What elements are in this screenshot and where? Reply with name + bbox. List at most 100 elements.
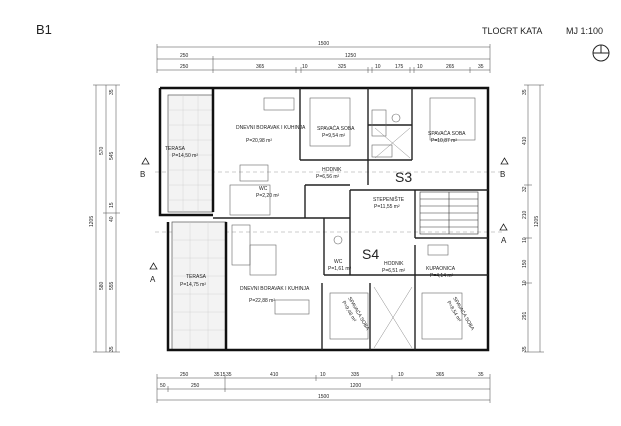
dim-left-b: 545 (109, 151, 115, 160)
dim-top-total: 1500 (318, 41, 329, 47)
dining-table-lower (249, 244, 277, 276)
dim-left-g: 35 (109, 89, 115, 95)
dim-bottom-row-4: 35 (226, 372, 232, 378)
dim-bottom-total: 1500 (318, 394, 329, 400)
top-dimensions (156, 44, 491, 73)
dim-bottom-row-1: 250 (180, 372, 189, 378)
room-wc-lower: WC P=1,61 m² (328, 259, 352, 272)
wardrobes (373, 127, 413, 349)
dim-bottom-c: 1200 (350, 383, 361, 389)
dim-right-total: 1205 (534, 216, 540, 227)
plan-title: TLOCRT KATA (482, 26, 542, 36)
unit-label: B1 (36, 22, 52, 37)
terrace-lower (171, 221, 227, 351)
svg-text:P=10,87 m²: P=10,87 m² (431, 138, 457, 144)
svg-text:P=4,14 m²: P=4,14 m² (430, 273, 454, 279)
left-dimensions (93, 84, 120, 353)
dim-left-f: 555 (109, 281, 115, 290)
svg-text:P=22,88 m²: P=22,88 m² (249, 298, 275, 304)
dim-bottom-row-2: 35 (214, 372, 220, 378)
svg-text:P=14,75 m²: P=14,75 m² (180, 282, 206, 288)
dim-right-e: 10 (522, 237, 528, 243)
interior-walls (213, 88, 488, 350)
dining-table-upper (239, 164, 269, 182)
dim-right-f: 150 (522, 259, 528, 268)
dim-bottom-a: 50 (160, 383, 166, 389)
svg-text:P=14,50 m²: P=14,50 m² (172, 153, 198, 159)
section-marker-a-right: A (499, 223, 508, 245)
dim-top-row-8: 265 (446, 64, 455, 70)
right-dimensions (524, 84, 544, 353)
dim-bottom-row-10: 35 (478, 372, 484, 378)
svg-text:P=20,98 m²: P=20,98 m² (246, 138, 272, 144)
bed-1 (309, 97, 351, 147)
terrace-tiles (168, 95, 226, 350)
svg-text:P=6,51 m²: P=6,51 m² (382, 268, 406, 274)
room-terrace-upper: TERASA P=14,50 m² (165, 146, 198, 159)
svg-text:A: A (150, 275, 156, 284)
dim-top-row-3: 10 (302, 64, 308, 70)
dim-bottom-row-5: 410 (270, 372, 279, 378)
dim-right-h: 291 (522, 311, 528, 320)
dim-left-c: 40 (109, 216, 115, 222)
kitchen-lower (231, 224, 251, 266)
svg-text:A: A (501, 236, 507, 245)
svg-text:HODNIK: HODNIK (322, 167, 342, 173)
svg-text:P=9,54 m²: P=9,54 m² (322, 133, 346, 139)
svg-text:HODNIK: HODNIK (384, 261, 404, 267)
dim-top-row-9: 35 (478, 64, 484, 70)
dim-bottom-row-8: 10 (398, 372, 404, 378)
dim-right-g: 10 (522, 280, 528, 286)
dim-bottom-row-7: 335 (351, 372, 360, 378)
dim-right-d: 210 (522, 210, 528, 219)
dim-left-total: 1205 (89, 216, 95, 227)
dim-right-i: 35 (522, 346, 528, 352)
wc-lower (333, 235, 343, 245)
dim-left-e: 580 (99, 281, 105, 290)
room-bedroom-3: SPAVAĆA SOBA P=9,48 m² (340, 296, 371, 333)
dim-top-a: 250 (180, 53, 189, 59)
dim-top-row-6: 175 (395, 64, 404, 70)
room-bedroom-2: SPAVAĆA SOBA P=10,87 m² (428, 130, 466, 144)
dim-bottom-row-3: 15 (220, 372, 226, 378)
svg-text:DNEVNI BORAVAK I KUHINJA: DNEVNI BORAVAK I KUHINJA (236, 125, 306, 131)
room-wc-upper: WC P=2,20 m² (256, 186, 280, 199)
svg-text:TERASA: TERASA (186, 274, 207, 280)
dim-bottom-row-6: 10 (320, 372, 326, 378)
dim-top-b: 1250 (345, 53, 356, 59)
svg-text:WC: WC (334, 259, 343, 265)
room-bedroom-4: SPAVAĆA SOBA P=8,54 m² (445, 296, 476, 333)
svg-text:WC: WC (259, 186, 268, 192)
section-marker-a-left: A (149, 262, 158, 284)
shower-upper (371, 109, 387, 137)
svg-text:B: B (140, 170, 145, 179)
plan-scale: MJ 1:100 (566, 26, 603, 36)
room-staircase: STEPENIŠTE P=11,55 m² (373, 196, 405, 210)
dim-left-a: 570 (99, 146, 105, 155)
svg-text:KUPAONICA: KUPAONICA (426, 266, 456, 272)
dim-left-h: 35 (109, 346, 115, 352)
room-terrace-lower: TERASA P=14,75 m² (180, 274, 207, 288)
dim-right-b: 410 (522, 136, 528, 145)
dim-top-row-4: 325 (338, 64, 347, 70)
dim-bottom-row-9: 365 (436, 372, 445, 378)
room-hallway-lower: HODNIK P=6,51 m² (382, 261, 406, 274)
staircase (419, 191, 479, 235)
svg-text:TERASA: TERASA (165, 146, 186, 152)
room-living-upper: DNEVNI BORAVAK I KUHINJA P=20,98 m² (236, 125, 306, 144)
bed-2 (429, 97, 476, 141)
bath-upper (371, 144, 393, 158)
bed-3 (329, 292, 369, 340)
svg-text:SPAVAĆA SOBA: SPAVAĆA SOBA (317, 125, 355, 132)
dim-top-row-7: 10 (417, 64, 423, 70)
dim-left-d: 15 (109, 202, 115, 208)
terrace-upper (167, 94, 214, 213)
bath-lower (427, 244, 449, 256)
dim-top-row-2: 365 (256, 64, 265, 70)
room-bathroom: KUPAONICA P=4,14 m² (426, 266, 456, 279)
svg-text:P=1,61 m²: P=1,61 m² (328, 266, 352, 272)
room-living-lower: DNEVNI BORAVAK I KUHINJA P=22,88 m² (240, 286, 310, 304)
svg-text:DNEVNI BORAVAK I KUHINJA: DNEVNI BORAVAK I KUHINJA (240, 286, 310, 292)
svg-text:B: B (500, 170, 505, 179)
